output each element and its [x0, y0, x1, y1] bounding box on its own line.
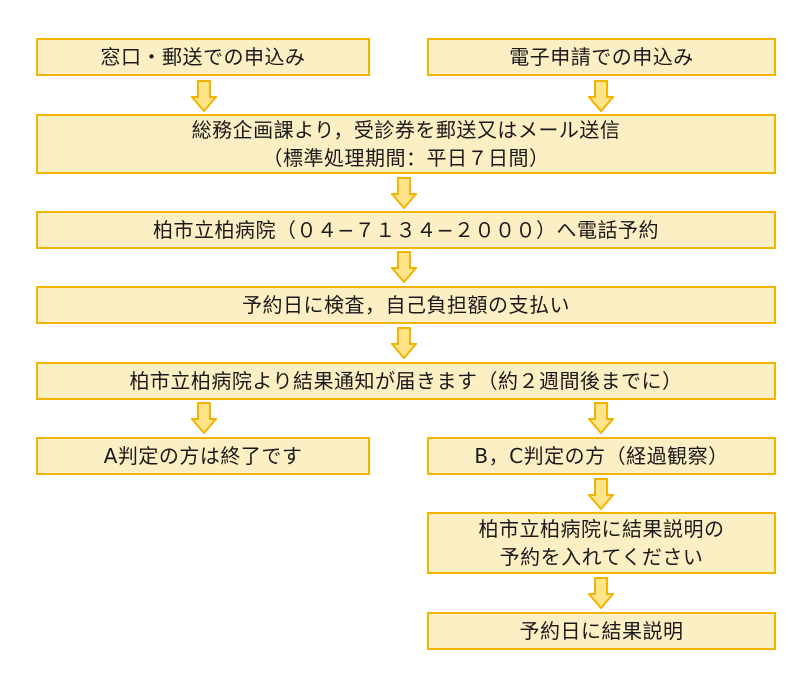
arrow-down-icon	[391, 327, 417, 359]
send-voucher-line2: （標準処理期間：平日７日間）	[262, 146, 550, 170]
apply-window-mail-label: 窓口・郵送での申込み	[100, 45, 306, 69]
apply-online-label: 電子申請での申込み	[509, 45, 694, 69]
arrow-down-icon	[588, 80, 614, 112]
explanation-reserve-box: 柏市立柏病院に結果説明の 予約を入れてください	[427, 512, 776, 574]
phone-reservation-box: 柏市立柏病院（０４−７１３４−２０００）へ電話予約	[36, 211, 776, 249]
bc-judgment-label: B，C判定の方（経過観察）	[474, 444, 729, 468]
arrow-down-icon	[191, 402, 217, 434]
bc-judgment-box: B，C判定の方（経過観察）	[427, 437, 776, 475]
arrow-down-icon	[588, 478, 614, 510]
explanation-day-label: 予約日に結果説明	[519, 619, 684, 643]
arrow-down-icon	[391, 177, 417, 209]
send-voucher-line1: 総務企画課より，受診券を郵送又はメール送信	[191, 118, 621, 142]
apply-window-mail-box: 窓口・郵送での申込み	[36, 38, 370, 76]
arrow-down-icon	[588, 402, 614, 434]
explanation-day-box: 予約日に結果説明	[427, 612, 776, 650]
arrow-down-icon	[588, 577, 614, 609]
a-judgment-label: A判定の方は終了です	[103, 444, 303, 468]
phone-reservation-label: 柏市立柏病院（０４−７１３４−２０００）へ電話予約	[152, 218, 659, 242]
arrow-down-icon	[191, 80, 217, 112]
apply-online-box: 電子申請での申込み	[427, 38, 776, 76]
result-notice-box: 柏市立柏病院より結果通知が届きます（約２週間後までに）	[36, 362, 776, 400]
exam-payment-label: 予約日に検査，自己負担額の支払い	[242, 293, 570, 317]
a-judgment-box: A判定の方は終了です	[36, 437, 370, 475]
send-voucher-box: 総務企画課より，受診券を郵送又はメール送信 （標準処理期間：平日７日間）	[36, 114, 776, 174]
explanation-reserve-line2: 予約を入れてください	[499, 545, 704, 569]
arrow-down-icon	[391, 251, 417, 283]
explanation-reserve-line1: 柏市立柏病院に結果説明の	[478, 517, 725, 541]
result-notice-label: 柏市立柏病院より結果通知が届きます（約２週間後までに）	[129, 369, 683, 393]
exam-payment-box: 予約日に検査，自己負担額の支払い	[36, 286, 776, 324]
